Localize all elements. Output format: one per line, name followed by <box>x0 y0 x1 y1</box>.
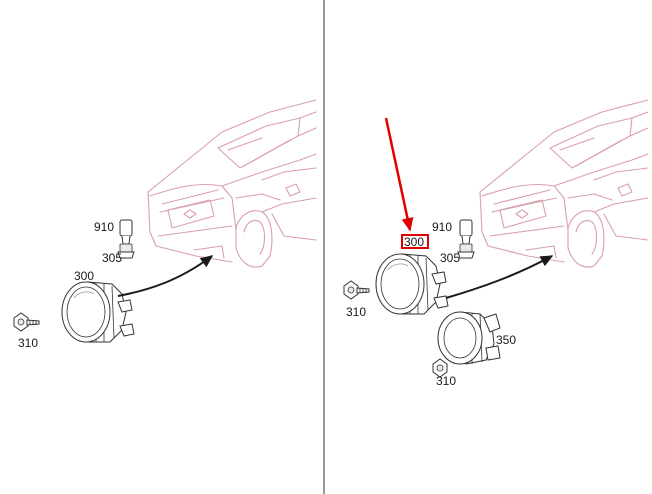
highlight-box <box>401 234 429 249</box>
right-install-arrow <box>445 255 554 299</box>
right-screw-310-upper <box>343 280 370 300</box>
right-label-305: 305 <box>440 251 460 265</box>
right-panel: 910 305 300 310 350 310 <box>343 99 649 388</box>
right-screw-310-lower <box>432 358 448 378</box>
left-screw-310 <box>13 312 40 332</box>
left-label-910: 910 <box>94 220 114 234</box>
right-label-910: 910 <box>432 220 452 234</box>
right-foglamp-300 <box>375 253 449 315</box>
left-car-outline <box>147 99 317 268</box>
left-install-arrow <box>117 255 214 297</box>
right-bulb-910-305 <box>457 219 475 259</box>
right-label-350: 350 <box>496 333 516 347</box>
right-part-350 <box>437 311 501 365</box>
right-car-outline <box>479 99 649 268</box>
highlight-pointer-arrow <box>384 117 414 232</box>
left-panel: 910 305 300 310 <box>13 99 317 350</box>
left-label-310: 310 <box>18 336 38 350</box>
left-label-305: 305 <box>102 251 122 265</box>
right-label-310-lower: 310 <box>436 374 456 388</box>
left-foglamp-300 <box>61 281 135 343</box>
right-label-300-highlighted: 300 <box>404 235 424 249</box>
left-label-300: 300 <box>74 269 94 283</box>
right-label-310-upper: 310 <box>346 305 366 319</box>
